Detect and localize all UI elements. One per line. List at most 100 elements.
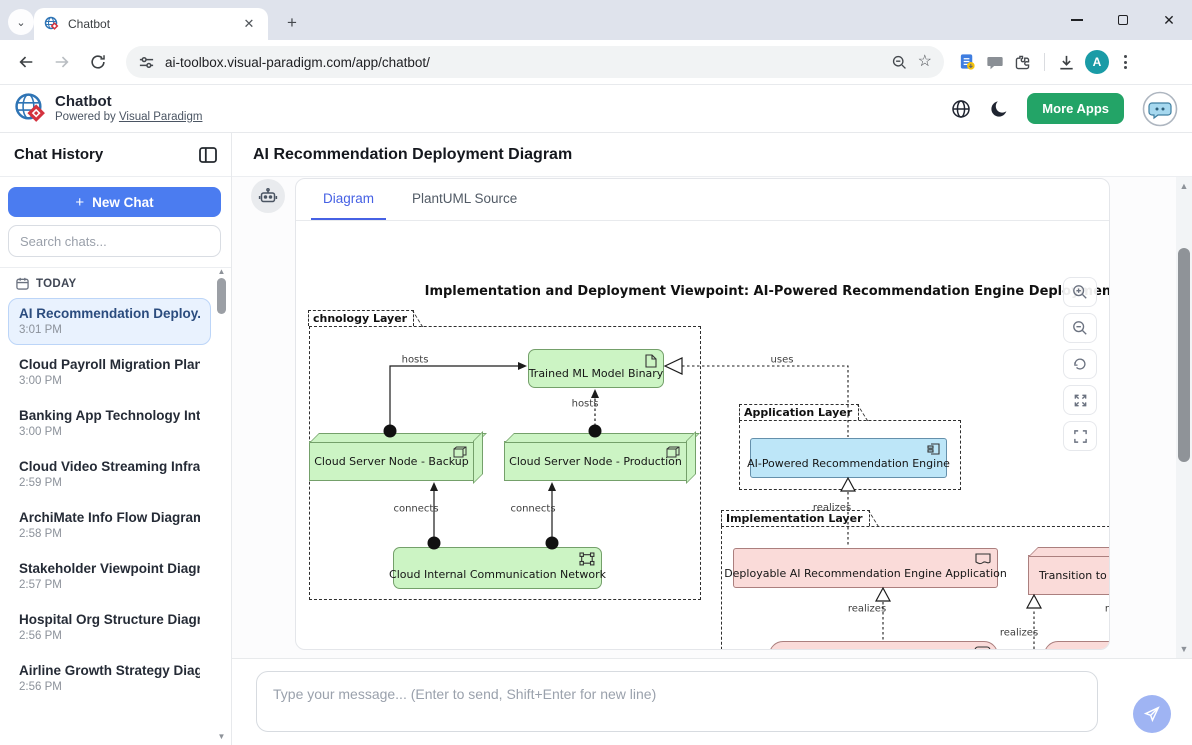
edge-label-hosts: hosts	[572, 399, 599, 410]
browser-toolbar: ai-toolbox.visual-paradigm.com/app/chatb…	[0, 40, 1192, 85]
node-transition: Transition to A	[1028, 555, 1110, 595]
new-chat-button[interactable]: + New Chat	[8, 187, 221, 217]
main-panel: AI Recommendation Deployment Diagram Dia…	[232, 133, 1192, 745]
app-name: Chatbot	[55, 94, 202, 111]
zoom-in-button[interactable]	[1063, 277, 1097, 307]
message-input[interactable]	[256, 671, 1098, 732]
site-settings-icon[interactable]	[138, 54, 155, 71]
node-cloud-internal-network: Cloud Internal Communication Network	[393, 547, 602, 589]
tab-plantuml-source[interactable]: PlantUML Source	[400, 179, 529, 220]
chat-item-title: ArchiMate Info Flow Diagram	[19, 510, 200, 525]
chat-item[interactable]: Banking App Technology Int... 3:00 PM	[8, 400, 211, 447]
downloads-icon[interactable]	[1057, 53, 1076, 72]
chat-item-title: Stakeholder Viewpoint Diagr...	[19, 561, 200, 576]
zoom-indicator-icon[interactable]	[891, 54, 908, 71]
node-deployment: Deployment	[1044, 641, 1110, 650]
diagram-title: Implementation and Deployment Viewpoint:…	[421, 284, 1110, 299]
page-title: AI Recommendation Deployment Diagram	[253, 146, 572, 164]
extension-chat-icon[interactable]	[986, 53, 1004, 71]
sidebar: Chat History + New Chat TODAY AI Recomme…	[0, 133, 232, 745]
sidebar-scrollbar[interactable]: ▲ ▼	[215, 263, 228, 745]
sidebar-scroll-thumb[interactable]	[217, 278, 226, 314]
url-bar[interactable]: ai-toolbox.visual-paradigm.com/app/chatb…	[126, 46, 944, 78]
paper-plane-icon	[1143, 705, 1161, 723]
visual-paradigm-link[interactable]: Visual Paradigm	[119, 111, 203, 123]
tab-close-icon[interactable]: ✕	[240, 15, 258, 33]
composer	[232, 658, 1192, 745]
forward-button[interactable]	[46, 46, 78, 78]
fullscreen-button[interactable]	[1063, 421, 1097, 451]
bot-avatar	[251, 179, 285, 213]
powered-by: Powered by Visual Paradigm	[55, 111, 202, 123]
node-cloud-server-production: Cloud Server Node - Production	[504, 441, 687, 481]
search-chats-input[interactable]	[8, 225, 221, 257]
chat-item[interactable]: ArchiMate Info Flow Diagram 2:58 PM	[8, 502, 211, 549]
visual-paradigm-logo	[14, 92, 47, 125]
node-cube-icon	[453, 446, 467, 458]
language-globe-icon[interactable]	[951, 99, 971, 119]
tab-diagram[interactable]: Diagram	[311, 179, 386, 220]
fit-screen-button[interactable]	[1063, 385, 1097, 415]
chat-item[interactable]: Cloud Video Streaming Infra... 2:59 PM	[8, 451, 211, 498]
brand: Chatbot Powered by Visual Paradigm	[14, 92, 202, 125]
node-cube-icon	[666, 446, 680, 458]
new-tab-button[interactable]: +	[280, 11, 304, 35]
node-trained-ml-model-binary: Trained ML Model Binary	[528, 349, 664, 388]
edge-label-uses: uses	[771, 355, 794, 366]
favicon-visual-paradigm-icon	[44, 16, 60, 32]
node-cloud-server-backup: Cloud Server Node - Backup	[309, 441, 474, 481]
chat-item[interactable]: Hospital Org Structure Diagr... 2:56 PM	[8, 604, 211, 651]
extensions-puzzle-icon[interactable]	[1013, 53, 1032, 72]
reset-view-button[interactable]	[1063, 349, 1097, 379]
diagram-controls	[1063, 277, 1097, 451]
browser-menu-kebab-icon[interactable]	[1118, 55, 1133, 69]
scroll-up-icon[interactable]: ▲	[215, 267, 228, 276]
browser-tab[interactable]: Chatbot ✕	[34, 8, 268, 40]
chat-item-time: 2:56 PM	[19, 630, 200, 642]
zoom-out-button[interactable]	[1063, 313, 1097, 343]
chatbot-bubble-icon[interactable]	[1142, 91, 1178, 127]
chat-item-time: 3:00 PM	[19, 426, 200, 438]
chat-item-title: Banking App Technology Int...	[19, 408, 200, 423]
bookmark-star-icon[interactable]: ☆	[918, 54, 932, 70]
tab-search-chevron-icon[interactable]: ⌄	[8, 9, 34, 35]
robot-icon	[258, 186, 278, 206]
chat-item[interactable]: Airline Growth Strategy Diag... 2:56 PM	[8, 655, 211, 702]
chat-item-time: 2:59 PM	[19, 477, 200, 489]
scroll-down-icon[interactable]: ▼	[215, 732, 228, 741]
window-maximize-button[interactable]	[1100, 0, 1146, 40]
diagram-viewport[interactable]: Implementation and Deployment Viewpoint:…	[296, 221, 1109, 649]
reload-button[interactable]	[82, 46, 114, 78]
deliverable-icon	[975, 553, 991, 566]
edge-label-realizes: realizes	[1000, 628, 1038, 639]
scroll-down-icon[interactable]: ▼	[1176, 644, 1192, 654]
chat-item-title: Hospital Org Structure Diagr...	[19, 612, 200, 627]
chat-item-time: 2:57 PM	[19, 579, 200, 591]
window-close-button[interactable]: ✕	[1146, 0, 1192, 40]
calendar-icon	[16, 277, 29, 290]
chat-item-title: AI Recommendation Deploy...	[19, 306, 200, 321]
back-button[interactable]	[10, 46, 42, 78]
browser-tabstrip: ⌄ Chatbot ✕ + ✕	[0, 0, 1192, 40]
extension-docs-icon[interactable]	[958, 53, 977, 72]
url-text[interactable]: ai-toolbox.visual-paradigm.com/app/chatb…	[165, 55, 881, 70]
tab-title: Chatbot	[68, 17, 232, 31]
send-button[interactable]	[1133, 695, 1171, 733]
browser-profile-avatar[interactable]: A	[1085, 50, 1109, 74]
main-scroll-thumb[interactable]	[1178, 248, 1190, 462]
chat-item[interactable]: AI Recommendation Deploy... 3:01 PM	[8, 298, 211, 345]
chat-list: AI Recommendation Deploy... 3:01 PM Clou…	[0, 296, 231, 702]
window-minimize-button[interactable]	[1054, 0, 1100, 40]
chat-item-time: 2:56 PM	[19, 681, 200, 693]
card-tabbar: Diagram PlantUML Source	[296, 179, 1109, 221]
chat-item[interactable]: Stakeholder Viewpoint Diagr... 2:57 PM	[8, 553, 211, 600]
component-icon	[927, 443, 940, 455]
chat-item[interactable]: Cloud Payroll Migration Plan 3:00 PM	[8, 349, 211, 396]
chat-item-title: Cloud Video Streaming Infra...	[19, 459, 200, 474]
dark-mode-moon-icon[interactable]	[989, 99, 1009, 119]
scroll-up-icon[interactable]: ▲	[1176, 181, 1192, 191]
collapse-sidebar-icon[interactable]	[199, 147, 217, 163]
more-apps-button[interactable]: More Apps	[1027, 93, 1124, 124]
toolbar-divider	[1044, 53, 1045, 71]
main-scrollbar[interactable]: ▲ ▼	[1176, 177, 1192, 658]
